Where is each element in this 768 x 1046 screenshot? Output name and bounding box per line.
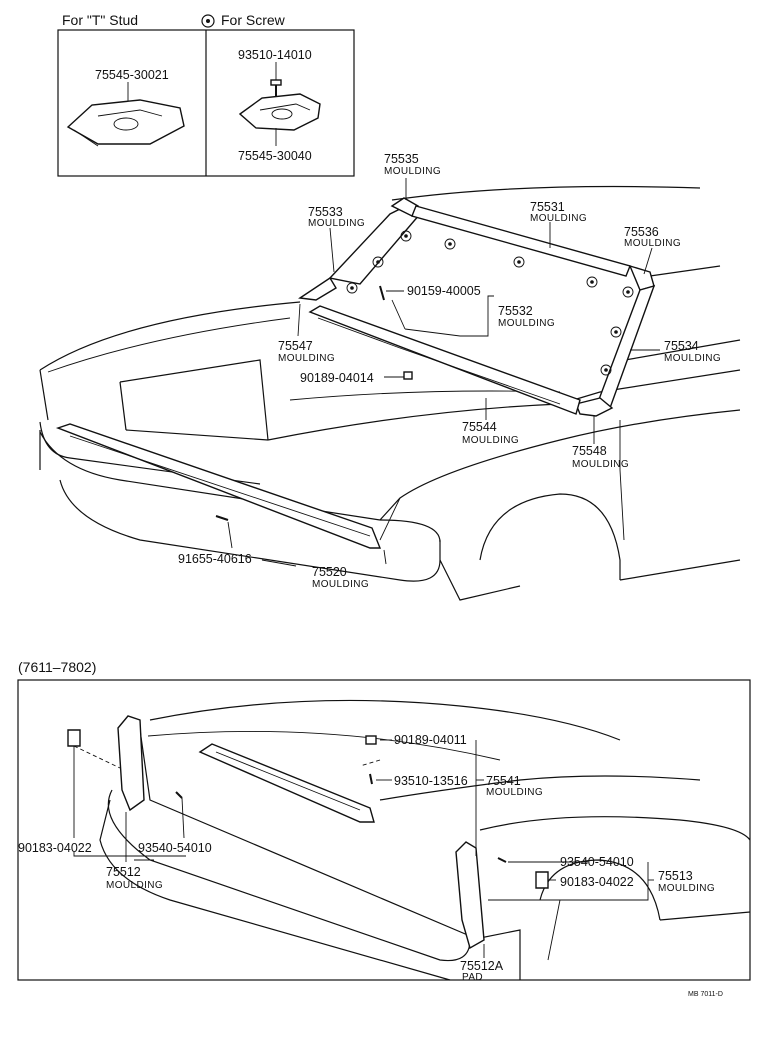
moulding-75534-shape [597,284,656,409]
part-number-90183-04022-right: 90183-04022 [560,875,634,889]
moulding-75547-shape [298,277,337,301]
part-number-93510-13516: 93510-13516 [394,774,468,788]
part-number-75535: 75535 [384,152,419,166]
moulding-label-75544: MOULDING [462,435,519,446]
moulding-label-75548: MOULDING [572,459,629,470]
windshield-mouldings [298,197,656,417]
date-range-label: (7611–7802) [18,659,96,675]
screw-heading: For Screw [221,12,286,28]
diagram-code: MB 7011-D [688,991,723,998]
screw-clip-drawing [238,93,321,131]
part-number-75532: 75532 [498,304,533,318]
moulding-label-75541: MOULDING [486,787,543,798]
leader-lines-top [227,178,660,567]
part-number-75520: 75520 [312,565,347,579]
part-number-91655-40616: 91655-40616 [178,552,252,566]
moulding-75548-shape [575,397,614,417]
moulding-label-75533: MOULDING [308,218,365,229]
t-stud-clip-drawing [66,99,185,147]
moulding-label-75531: MOULDING [530,213,587,224]
t-stud-heading: For "T" Stud [62,12,138,28]
part-number-93510-14010: 93510-14010 [238,48,312,62]
part-number-75541: 75541 [486,774,521,788]
part-number-93540-54010-right: 93540-54010 [560,855,634,869]
front-moulding-75520-shape [55,423,382,549]
pad-75512a-shape [455,841,485,950]
moulding-75531-shape [411,205,631,277]
inset-box: For "T" Stud For Screw 75545-30021 93510… [57,12,355,177]
part-number-90183-04022-left: 90183-04022 [18,841,92,855]
part-number-75547: 75547 [278,339,313,353]
part-number-75512: 75512 [106,865,141,879]
clip-90183-left-shape [67,729,81,747]
part-number-75513: 75513 [658,869,693,883]
moulding-label-75535: MOULDING [384,166,441,177]
bottom-mouldings [67,715,549,950]
moulding-label-75536: MOULDING [624,238,681,249]
clip-90183-right-shape [535,871,549,889]
part-labels-bottom: 90189-04011 93510-13516 75541 MOULDING 9… [18,733,715,983]
moulding-label-75513: MOULDING [658,883,715,894]
part-labels-top: 75535 MOULDING 75531 MOULDING 75533 MOUL… [178,152,721,590]
part-number-93540-54010-left: 93540-54010 [138,841,212,855]
bottom-section-frame [17,679,751,981]
part-number-90189-04011: 90189-04011 [394,733,467,747]
part-number-90189-04014: 90189-04014 [300,371,374,385]
moulding-label-75534: MOULDING [664,353,721,364]
part-number-75533: 75533 [308,205,343,219]
part-number-75536: 75536 [624,225,659,239]
pad-label: PAD [462,972,483,983]
part-number-90159-40005: 90159-40005 [407,284,481,298]
part-number-75544: 75544 [462,420,497,434]
nut-90189-04011-shape [365,735,377,745]
moulding-label-75520: MOULDING [312,579,369,590]
clip-icons [346,230,634,376]
moulding-75533-shape [328,203,421,285]
screw-symbol-icon [201,14,215,28]
moulding-label-75512: MOULDING [106,880,163,891]
moulding-label-75532: MOULDING [498,318,555,329]
part-number-75545-30021: 75545-30021 [95,68,169,82]
part-number-75534: 75534 [664,339,699,353]
part-number-75512a: 75512A [460,959,504,973]
leader-lines-bottom [73,739,654,958]
part-number-75545-30040: 75545-30040 [238,149,312,163]
moulding-75512-shape [117,715,145,812]
part-number-75531: 75531 [530,200,565,214]
moulding-label-75547: MOULDING [278,353,335,364]
part-number-75548: 75548 [572,444,607,458]
